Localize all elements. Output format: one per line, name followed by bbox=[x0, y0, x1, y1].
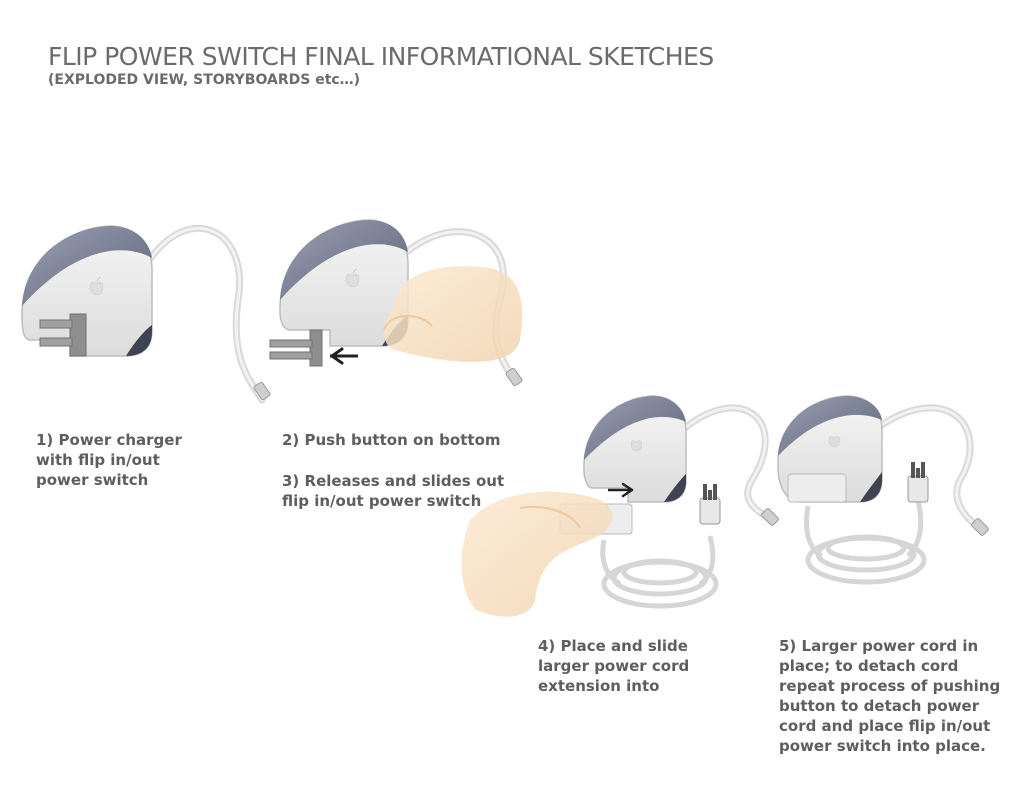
charger-frame-1 bbox=[21, 224, 271, 404]
apple-logo-icon bbox=[346, 268, 360, 288]
apple-logo-icon bbox=[630, 440, 643, 452]
step-4-caption: 4) Place and slide larger power cord ext… bbox=[538, 637, 690, 695]
apple-logo-icon bbox=[828, 436, 841, 448]
step-3-caption: 3) Releases and slides out flip in/out p… bbox=[282, 472, 505, 510]
charger-frame-4 bbox=[461, 395, 779, 617]
step-2-caption: 2) Push button on bottom bbox=[282, 431, 501, 449]
arrow-right-icon bbox=[608, 482, 634, 498]
step-1-caption: 1) Power charger with flip in/out power … bbox=[36, 431, 182, 489]
step-5-caption: 5) Larger power cord in place; to detach… bbox=[779, 637, 1001, 755]
page-subtitle: (EXPLODED VIEW, STORYBOARDS etc…) bbox=[48, 72, 361, 88]
charger-frame-2 bbox=[269, 219, 523, 387]
arrow-left-icon bbox=[330, 347, 358, 365]
page-title: FLIP POWER SWITCH FINAL INFORMATIONAL SK… bbox=[48, 42, 714, 71]
apple-logo-icon bbox=[90, 276, 104, 296]
charger-frame-5 bbox=[777, 395, 989, 585]
